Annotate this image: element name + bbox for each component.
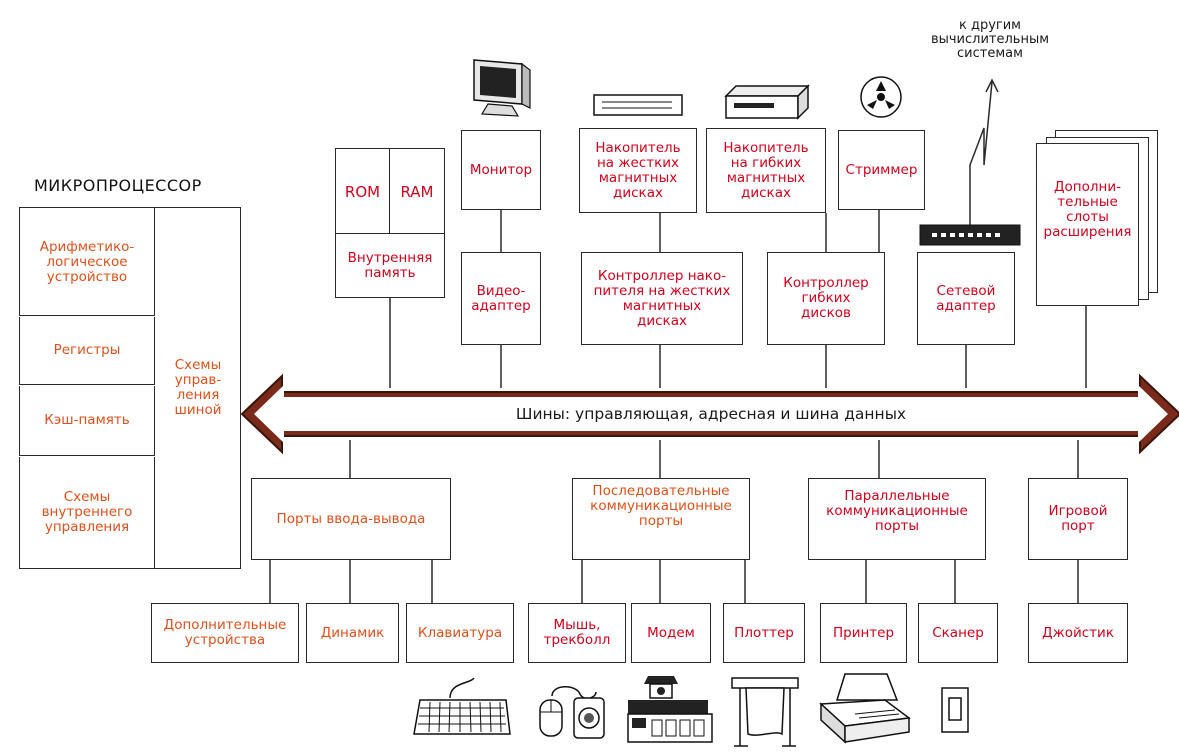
hdd-controller-label: Контроллер нако- пителя на жестких магни…: [593, 267, 731, 329]
bus-control-label: Схемы управ- ления шиной: [174, 357, 222, 418]
plotter-label: Плоттер: [734, 624, 794, 641]
mouse-icon: [539, 686, 605, 739]
joystick-box: [1028, 603, 1128, 663]
parallel-ports-box: [808, 478, 986, 560]
streamer-label: Стриммер: [845, 161, 918, 178]
streamer-box: [838, 130, 925, 210]
fdd-controller-label: Контроллер гибких дисков: [783, 275, 869, 321]
network-hub-icon: [919, 224, 1021, 246]
rom-label: ROM: [344, 182, 381, 201]
keyboard-box: [406, 603, 514, 663]
hdd-controller-box: [581, 252, 743, 345]
keyboard-label: Клавиатура: [417, 624, 503, 641]
io-ports-box: [251, 478, 451, 560]
plotter-box: [723, 603, 805, 663]
divider: [19, 315, 155, 317]
serial-ports-label: Последовательные коммуникационные порты: [590, 483, 732, 529]
floppy-drive-icon: [724, 84, 810, 120]
fdd-box: [706, 128, 826, 213]
video-adapter-box: [461, 252, 541, 345]
mouse-label: Мышь, трекболл: [543, 617, 611, 648]
monitor-icon: [473, 59, 531, 117]
modem-label: Модем: [647, 624, 695, 641]
internal-control-label: Схемы внутреннего управления: [41, 489, 133, 535]
telephone-modem-icon: [627, 676, 713, 743]
fdd-label: Накопитель на гибких магнитных дисках: [723, 139, 809, 201]
joystick-icon: [941, 687, 969, 733]
fdd-controller-box: [767, 252, 885, 345]
io-ports-label: Порты ввода-вывода: [276, 510, 426, 527]
joystick-label: Джойстик: [1042, 624, 1114, 641]
game-port-box: [1028, 478, 1128, 560]
registers-label: Регистры: [53, 341, 121, 358]
scanner-box: [918, 603, 998, 663]
internal-memory-label: Внутренняя память: [347, 249, 433, 281]
ram-label: RAM: [400, 182, 434, 201]
speaker-box: [306, 603, 399, 663]
plotter-icon: [731, 677, 799, 747]
monitor-box: [461, 130, 541, 210]
network-adapter-label: Сетевой адаптер: [936, 282, 996, 314]
scanner-label: Сканер: [932, 624, 984, 641]
serial-ports-box: [572, 478, 750, 560]
hdd-icon: [593, 94, 683, 116]
printer-label: Принтер: [832, 624, 895, 641]
microprocessor-units-column: [19, 207, 155, 569]
microprocessor-title: МИКРОПРОЦЕССОР: [34, 176, 202, 195]
divider: [19, 455, 155, 457]
monitor-label: Монитор: [469, 161, 533, 178]
alu-label: Арифметико- логическое устройство: [39, 238, 135, 285]
hdd-box: [579, 128, 697, 213]
video-adapter-label: Видео- адаптер: [471, 282, 531, 314]
mouse-box: [528, 603, 626, 663]
bus-label: Шины: управляющая, адресная и шина данны…: [515, 404, 907, 423]
tape-reel-icon: [860, 76, 902, 118]
hdd-label: Накопитель на жестких магнитных дисках: [595, 139, 681, 201]
printer-box: [820, 603, 907, 663]
modem-box: [631, 603, 711, 663]
ram-cell: [389, 148, 445, 234]
additional-devices-label: Дополнительные устройства: [163, 617, 287, 648]
expansion-slots-label: Дополни- тельные слоты расширения: [1043, 179, 1132, 240]
printer-icon: [819, 673, 911, 744]
expansion-card-front: [1036, 143, 1139, 306]
keyboard-icon: [413, 677, 511, 735]
additional-devices-box: [151, 603, 299, 663]
speaker-label: Динамик: [320, 624, 385, 641]
external-systems-label: к другим вычислительным системам: [930, 18, 1050, 61]
divider: [19, 384, 155, 386]
game-port-label: Игровой порт: [1048, 503, 1108, 534]
parallel-ports-label: Параллельные коммуникационные порты: [826, 488, 968, 534]
network-adapter-box: [917, 252, 1015, 345]
cache-label: Кэш-память: [44, 412, 130, 428]
